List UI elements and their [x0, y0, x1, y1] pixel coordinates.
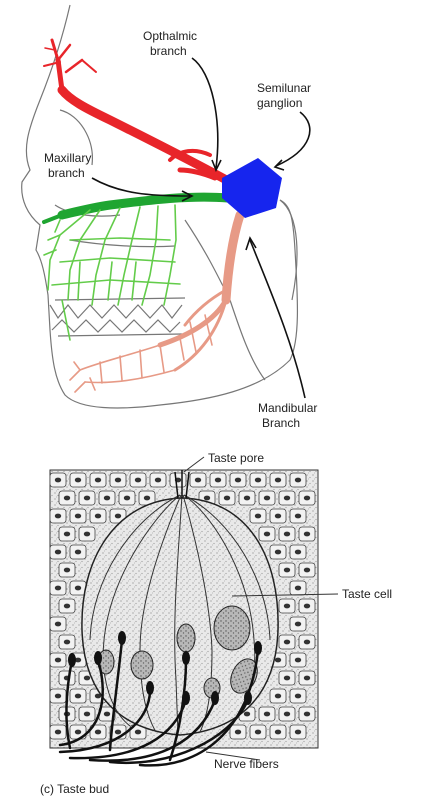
epithelial-cell-nucleus [115, 514, 121, 519]
epithelial-cell-nucleus [284, 676, 290, 681]
epithelial-cell-nucleus [255, 478, 261, 483]
epithelial-cell-nucleus [75, 586, 81, 591]
epithelial-cell-nucleus [284, 568, 290, 573]
label-mandibular-line1: Mandibular [258, 401, 317, 415]
taste-bud-diagram: Taste pore Taste cell Nerve fibers (c) T… [40, 451, 392, 796]
epithelial-cell-nucleus [304, 676, 310, 681]
epithelial-cell-nucleus [264, 532, 270, 537]
label-mandibular-line2: Branch [262, 416, 300, 430]
epithelial-cell-nucleus [64, 532, 70, 537]
epithelial-cell-nucleus [284, 712, 290, 717]
epithelial-cell-nucleus [55, 514, 61, 519]
epithelial-cell-nucleus [264, 712, 270, 717]
epithelial-cell-nucleus [75, 514, 81, 519]
epithelial-cell-nucleus [55, 586, 61, 591]
epithelial-cell-nucleus [264, 496, 270, 501]
epithelial-cell-nucleus [304, 604, 310, 609]
epithelial-cell-nucleus [284, 532, 290, 537]
epithelial-cell-nucleus [255, 730, 261, 735]
epithelial-cell-nucleus [115, 478, 121, 483]
epithelial-cell-nucleus [95, 514, 101, 519]
epithelial-cell-nucleus [295, 622, 301, 627]
epithelial-cell-nucleus [295, 478, 301, 483]
epithelial-cell-nucleus [224, 496, 230, 501]
epithelial-cell-nucleus [55, 478, 61, 483]
epithelial-cell-nucleus [295, 514, 301, 519]
epithelial-cell-nucleus [55, 694, 61, 699]
epithelial-cell-nucleus [55, 622, 61, 627]
epithelial-cell-nucleus [304, 568, 310, 573]
epithelial-cell-nucleus [75, 730, 81, 735]
trigeminal-diagram: Opthalmic branch Semilunar ganglion Maxi… [22, 5, 318, 430]
epithelial-cell-nucleus [84, 712, 90, 717]
epithelial-cell-nucleus [75, 478, 81, 483]
epithelial-cell-nucleus [304, 532, 310, 537]
epithelial-cell-nucleus [95, 478, 101, 483]
epithelial-cell-nucleus [95, 730, 101, 735]
label-semilunar-line1: Semilunar [257, 81, 311, 95]
epithelial-cell-nucleus [75, 694, 81, 699]
epithelial-cell-nucleus [215, 478, 221, 483]
epithelial-cell-nucleus [304, 640, 310, 645]
label-nerve-fibers: Nerve fibers [214, 757, 279, 771]
epithelial-cell-nucleus [295, 550, 301, 555]
label-maxillary-line1: Maxillary [44, 151, 91, 165]
epithelial-cell-nucleus [275, 694, 281, 699]
epithelial-cell-nucleus [295, 694, 301, 699]
epithelial-cell-nucleus [124, 496, 130, 501]
epithelial-cell-nucleus [295, 658, 301, 663]
epithelial-cell-nucleus [204, 496, 210, 501]
epithelial-cell-nucleus [244, 496, 250, 501]
epithelial-cell-nucleus [115, 730, 121, 735]
label-ophthalmic-line2: branch [150, 44, 187, 58]
epithelial-cell-nucleus [64, 604, 70, 609]
epithelial-cell-nucleus [75, 550, 81, 555]
figure-caption: (c) Taste bud [40, 782, 109, 796]
epithelial-cell-nucleus [284, 640, 290, 645]
epithelial-cell-nucleus [235, 478, 241, 483]
epithelial-cell-nucleus [275, 514, 281, 519]
epithelial-cell-nucleus [144, 496, 150, 501]
epithelial-cell-nucleus [275, 478, 281, 483]
epithelial-cell-nucleus [304, 712, 310, 717]
epithelial-cell-nucleus [255, 514, 261, 519]
epithelial-cell-nucleus [84, 532, 90, 537]
label-taste-cell: Taste cell [342, 587, 392, 601]
epithelial-cell-nucleus [55, 658, 61, 663]
epithelial-cell-nucleus [275, 730, 281, 735]
epithelial-cell-nucleus [84, 496, 90, 501]
epithelial-cell-nucleus [55, 550, 61, 555]
epithelial-cell-nucleus [104, 496, 110, 501]
epithelial-cell-nucleus [155, 478, 161, 483]
epithelial-cell-nucleus [55, 730, 61, 735]
semilunar-ganglion [222, 158, 282, 218]
epithelial-cell-nucleus [135, 478, 141, 483]
trigeminal-labels: Opthalmic branch Semilunar ganglion Maxi… [44, 29, 317, 430]
epithelial-cell-nucleus [275, 658, 281, 663]
epithelial-cell-nucleus [244, 712, 250, 717]
label-taste-pore: Taste pore [208, 451, 264, 465]
epithelial-cell-nucleus [195, 478, 201, 483]
epithelial-cell-nucleus [304, 496, 310, 501]
label-ophthalmic-line1: Opthalmic [143, 29, 197, 43]
epithelial-cell-nucleus [284, 496, 290, 501]
epithelial-cell-nucleus [235, 730, 241, 735]
label-maxillary-line2: branch [48, 166, 85, 180]
label-semilunar-line2: ganglion [257, 96, 302, 110]
epithelial-cell-nucleus [104, 712, 110, 717]
epithelial-cell-nucleus [64, 568, 70, 573]
epithelial-cell-nucleus [84, 676, 90, 681]
epithelial-cell-nucleus [275, 550, 281, 555]
epithelial-cell-nucleus [284, 604, 290, 609]
epithelial-cell-nucleus [295, 586, 301, 591]
epithelial-cell-nucleus [135, 730, 141, 735]
epithelial-cell-nucleus [295, 730, 301, 735]
epithelial-cell-nucleus [64, 496, 70, 501]
maxillary-nerve [44, 197, 228, 340]
epithelial-cell-nucleus [64, 640, 70, 645]
